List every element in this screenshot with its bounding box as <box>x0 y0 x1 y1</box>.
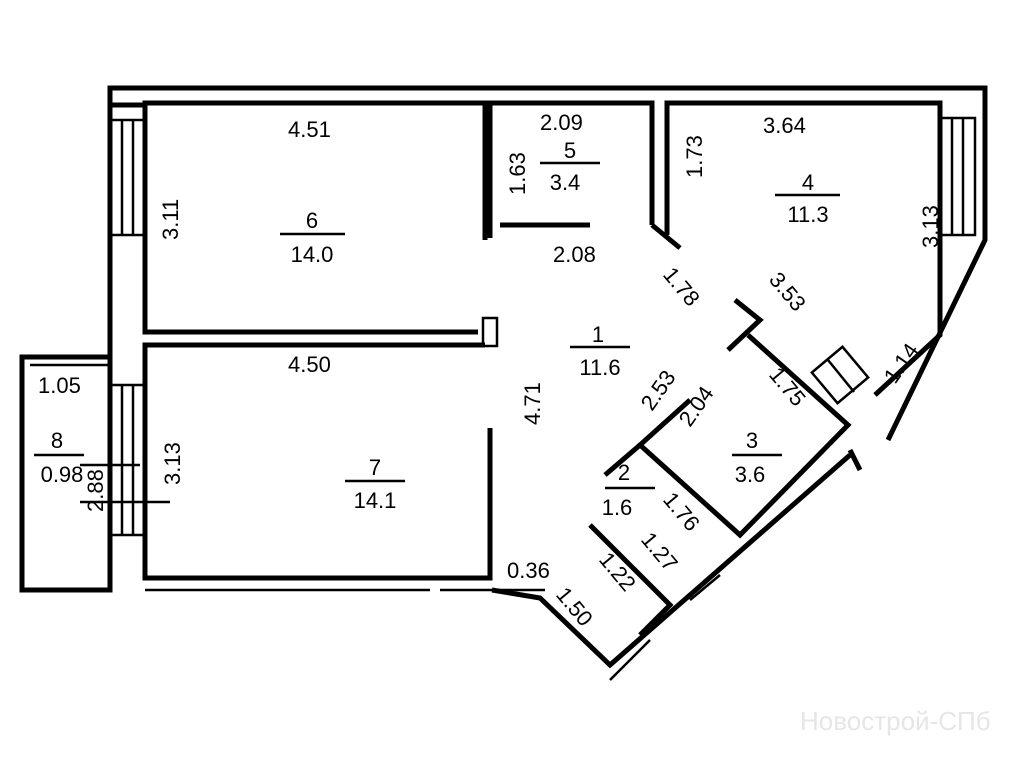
svg-text:5: 5 <box>564 138 576 163</box>
svg-text:1.6: 1.6 <box>602 495 633 520</box>
svg-text:14.0: 14.0 <box>291 242 334 267</box>
svg-text:3.13: 3.13 <box>918 205 943 248</box>
svg-text:2: 2 <box>618 460 630 485</box>
room-3-label: 33.6 <box>732 428 782 487</box>
watermark: Новострой-СПб <box>800 706 991 736</box>
svg-text:1.05: 1.05 <box>38 373 81 398</box>
svg-text:1.73: 1.73 <box>682 135 707 178</box>
svg-text:3.53: 3.53 <box>764 267 811 316</box>
svg-text:1.75: 1.75 <box>764 362 811 411</box>
svg-text:1.22: 1.22 <box>594 547 641 596</box>
svg-text:1.50: 1.50 <box>551 582 598 631</box>
svg-text:4: 4 <box>802 170 814 195</box>
svg-text:2.53: 2.53 <box>636 365 681 414</box>
room-7-label: 714.1 <box>345 455 405 513</box>
svg-text:1.27: 1.27 <box>636 527 683 576</box>
svg-text:3.6: 3.6 <box>735 462 766 487</box>
svg-text:0.36: 0.36 <box>507 558 550 583</box>
svg-text:3.4: 3.4 <box>550 170 581 195</box>
svg-text:2.88: 2.88 <box>83 469 108 512</box>
svg-text:11.3: 11.3 <box>787 202 828 227</box>
svg-text:1: 1 <box>592 322 604 347</box>
svg-text:0.98: 0.98 <box>41 462 84 487</box>
svg-text:4.51: 4.51 <box>288 117 331 142</box>
svg-text:1.78: 1.78 <box>658 262 705 311</box>
svg-text:11.6: 11.6 <box>579 355 620 380</box>
svg-text:14.1: 14.1 <box>354 488 397 513</box>
room-labels: 614.0 53.4 411.3 111.6 33.6 21.6 714.1 8… <box>34 138 840 520</box>
svg-text:2.04: 2.04 <box>674 381 719 430</box>
room-2-label: 21.6 <box>602 460 655 520</box>
svg-text:8: 8 <box>51 428 63 453</box>
svg-text:3.11: 3.11 <box>158 199 183 240</box>
svg-text:4.50: 4.50 <box>288 352 331 377</box>
svg-text:4.71: 4.71 <box>520 382 545 425</box>
svg-text:2.09: 2.09 <box>540 110 583 135</box>
svg-text:1.63: 1.63 <box>505 152 530 195</box>
room-1-label: 111.6 <box>570 322 630 380</box>
walls <box>19 85 988 681</box>
svg-text:2.08: 2.08 <box>553 242 596 267</box>
room-4-label: 411.3 <box>775 170 840 227</box>
svg-text:6: 6 <box>306 208 318 233</box>
room-8-label: 80.98 <box>34 428 84 487</box>
svg-text:3: 3 <box>746 428 758 453</box>
room-6-label: 614.0 <box>280 208 345 267</box>
room-5-label: 53.4 <box>540 138 600 195</box>
svg-text:3.64: 3.64 <box>763 113 806 138</box>
svg-text:7: 7 <box>369 455 381 480</box>
windows <box>108 116 977 537</box>
svg-text:3.13: 3.13 <box>160 442 185 485</box>
